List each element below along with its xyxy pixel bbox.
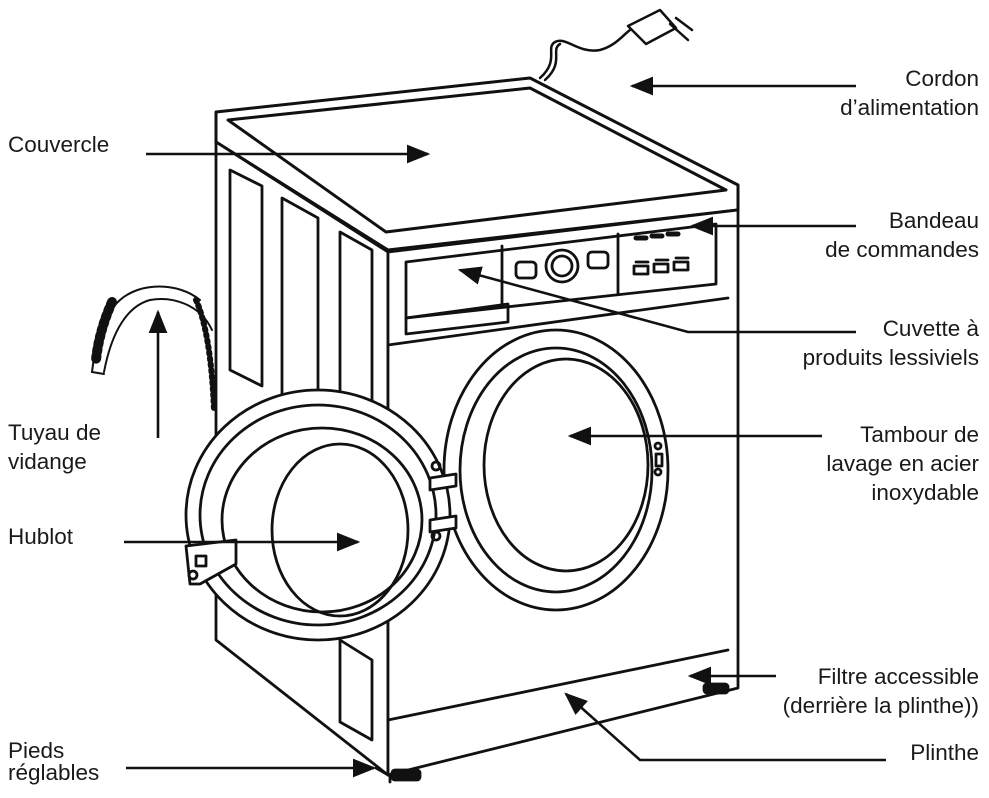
label-lid: Couvercle [8,132,110,157]
leader-detergent-drawer [457,266,856,334]
drum [442,328,670,612]
label-feet: Pieds réglables [8,738,100,785]
porthole-door [184,388,458,642]
label-control-panel: Bandeau de commandes [825,208,979,262]
label-cord: Cordon d’alimentation [840,66,979,120]
leader-plinth [564,692,886,762]
label-detergent-drawer: Cuvette à produits lessiviels [802,316,979,370]
label-porthole: Hublot [8,524,74,549]
label-filter: Filtre accessible (derrière la plinthe)) [782,664,979,718]
callout-lines [124,76,886,778]
label-drain-hose: Tuyau de vidange [8,420,101,474]
drain-hose [91,285,217,413]
label-drum: Tambour de lavage en acier inoxydable [826,422,979,505]
power-cord [538,8,694,82]
label-plinth: Plinthe [910,740,979,765]
cabinet-front [374,208,740,784]
